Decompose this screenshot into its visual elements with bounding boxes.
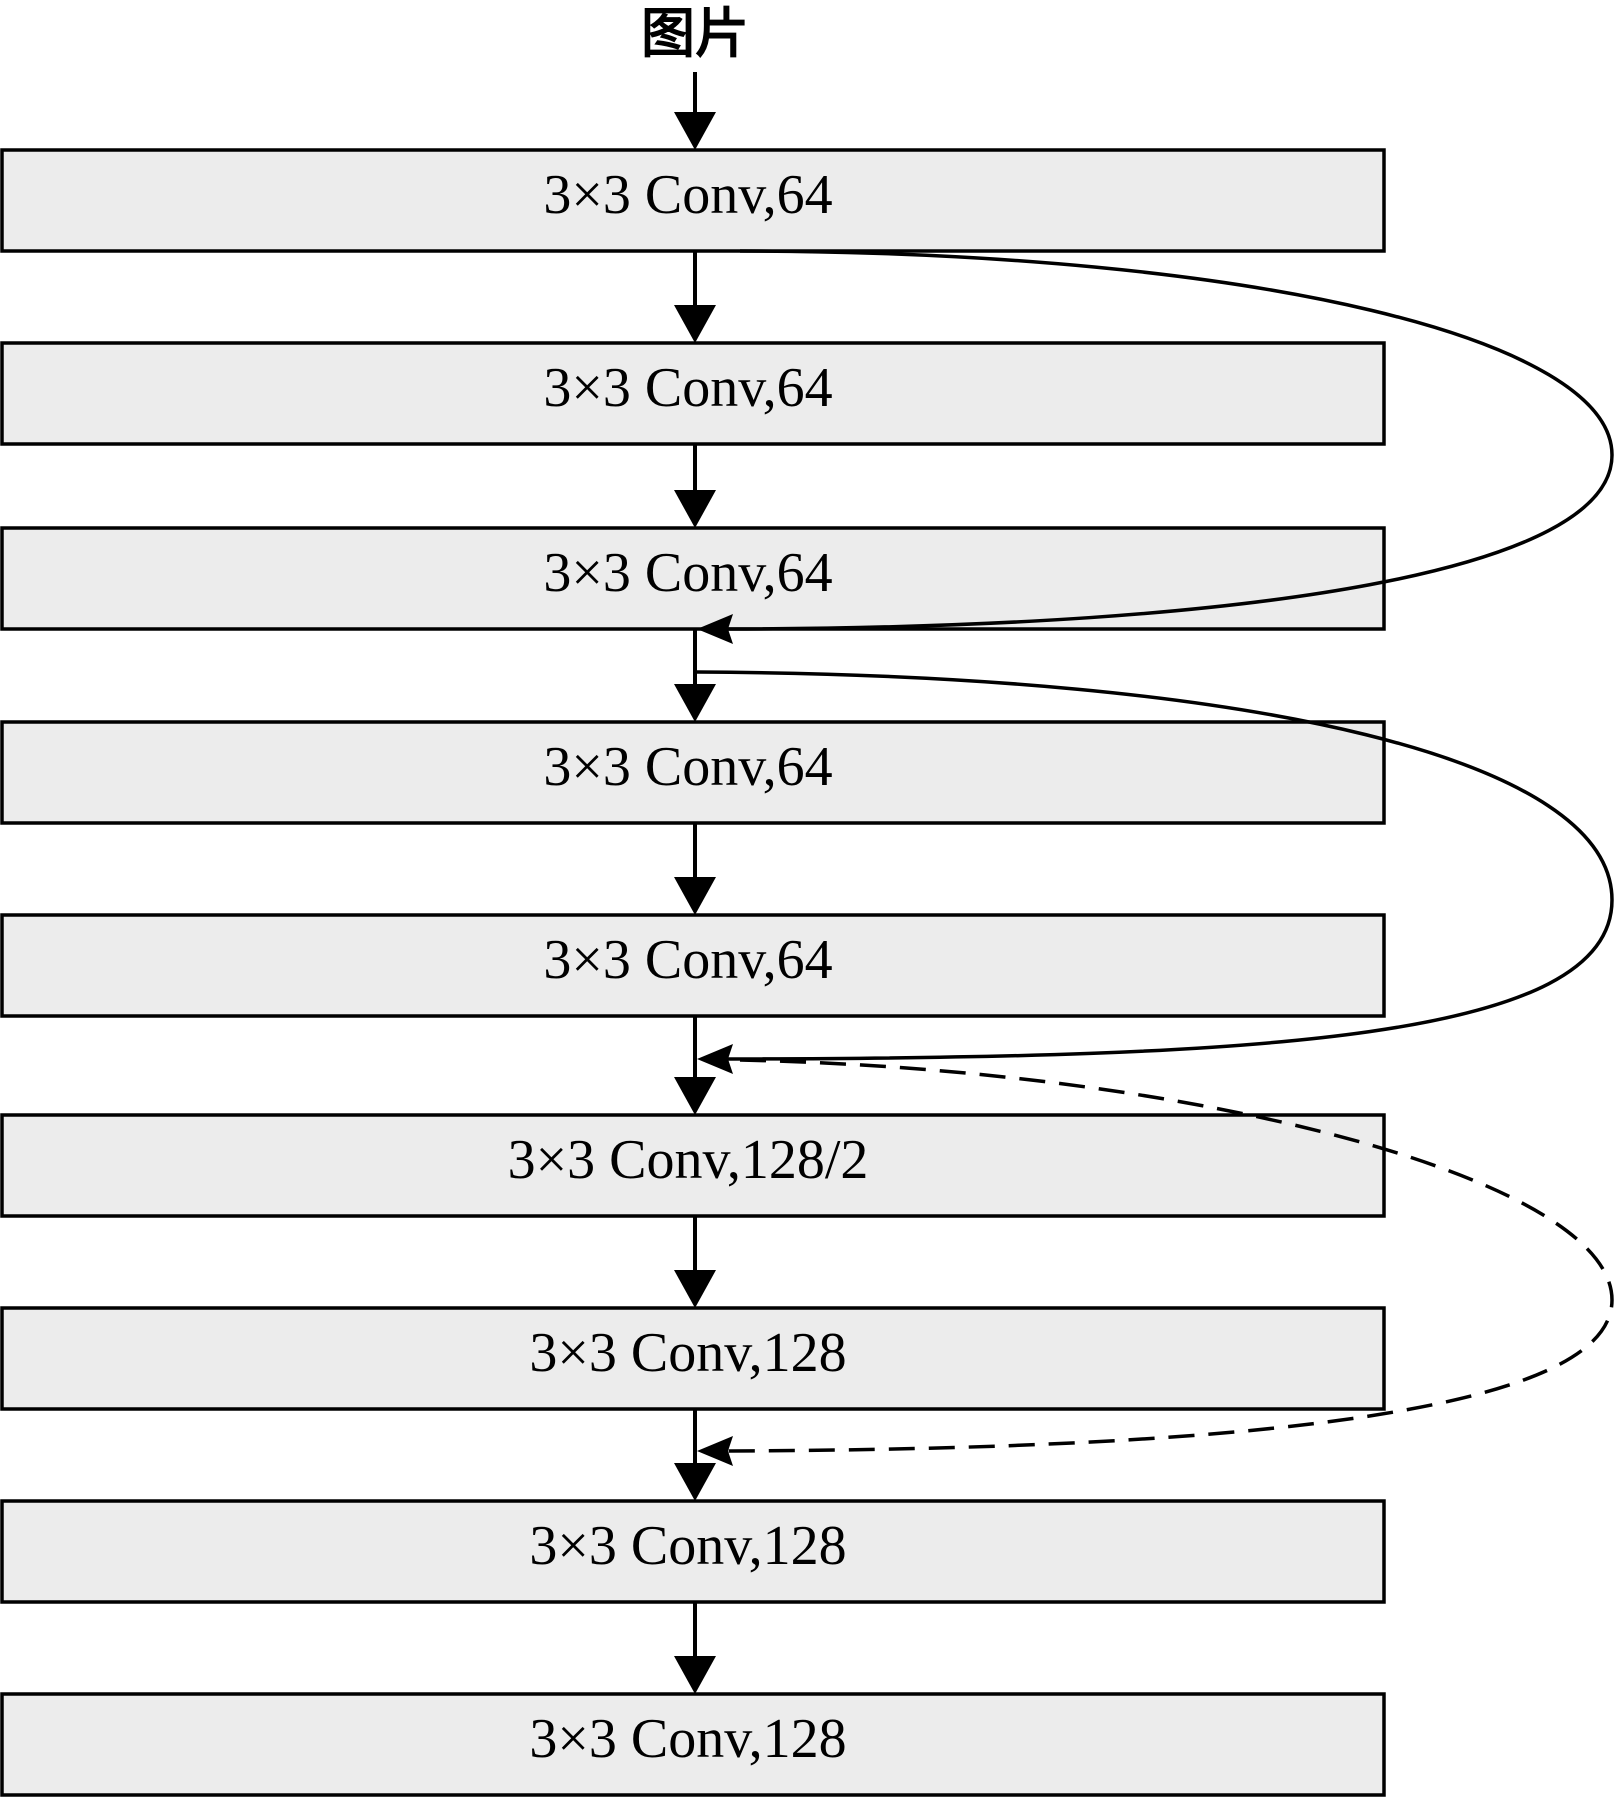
layer-box <box>0 913 1386 1018</box>
layer-9: 3×3 Conv,128 <box>0 1692 1386 1797</box>
flow-arrow-4-5 <box>674 823 716 915</box>
layer-label: 3×3 Conv,64 <box>543 929 832 991</box>
layer-label: 3×3 Conv,64 <box>543 542 832 604</box>
layer-label: 3×3 Conv,128/2 <box>508 1129 869 1191</box>
layer-1: 3×3 Conv,64 <box>0 148 1386 253</box>
layer-box <box>0 1306 1386 1411</box>
skip-arrow-head <box>697 1436 733 1466</box>
layer-7: 3×3 Conv,128 <box>0 1306 1386 1411</box>
layer-5: 3×3 Conv,64 <box>0 913 1386 1018</box>
layer-box <box>0 720 1386 825</box>
layer-label: 3×3 Conv,128 <box>529 1708 846 1770</box>
layer-label: 3×3 Conv,64 <box>543 357 832 419</box>
skip-connection-1 <box>697 249 1614 644</box>
flow-arrow-5-6 <box>674 1016 716 1115</box>
layer-label: 3×3 Conv,64 <box>543 164 832 226</box>
flow-arrow-3-4 <box>674 629 716 722</box>
layer-box <box>0 1499 1386 1604</box>
flow-arrow-7-8 <box>674 1409 716 1501</box>
flow-arrow-1-2 <box>674 251 716 343</box>
flow-arrow-8-9 <box>674 1602 716 1694</box>
layer-2: 3×3 Conv,64 <box>0 341 1386 446</box>
layer-label: 3×3 Conv,128 <box>529 1322 846 1384</box>
skip-arrow-head <box>697 1044 733 1074</box>
flow-arrow-2-3 <box>674 444 716 528</box>
input-arrow-head <box>674 112 716 150</box>
input-label: 图片 <box>641 1 749 65</box>
skip-connection-2 <box>696 670 1614 1074</box>
layer-6: 3×3 Conv,128/2 <box>0 1113 1386 1218</box>
layer-box <box>0 1692 1386 1797</box>
layer-3: 3×3 Conv,64 <box>0 526 1386 631</box>
layer-box <box>0 1113 1386 1218</box>
skip-connection-3 <box>697 1058 1614 1466</box>
flow-arrow-6-7 <box>674 1216 716 1308</box>
skip-arrow-head <box>697 614 733 644</box>
layer-8: 3×3 Conv,128 <box>0 1499 1386 1604</box>
layer-4: 3×3 Conv,64 <box>0 720 1386 825</box>
layer-label: 3×3 Conv,64 <box>543 736 832 798</box>
layer-label: 3×3 Conv,128 <box>529 1515 846 1577</box>
layer-box <box>0 341 1386 446</box>
